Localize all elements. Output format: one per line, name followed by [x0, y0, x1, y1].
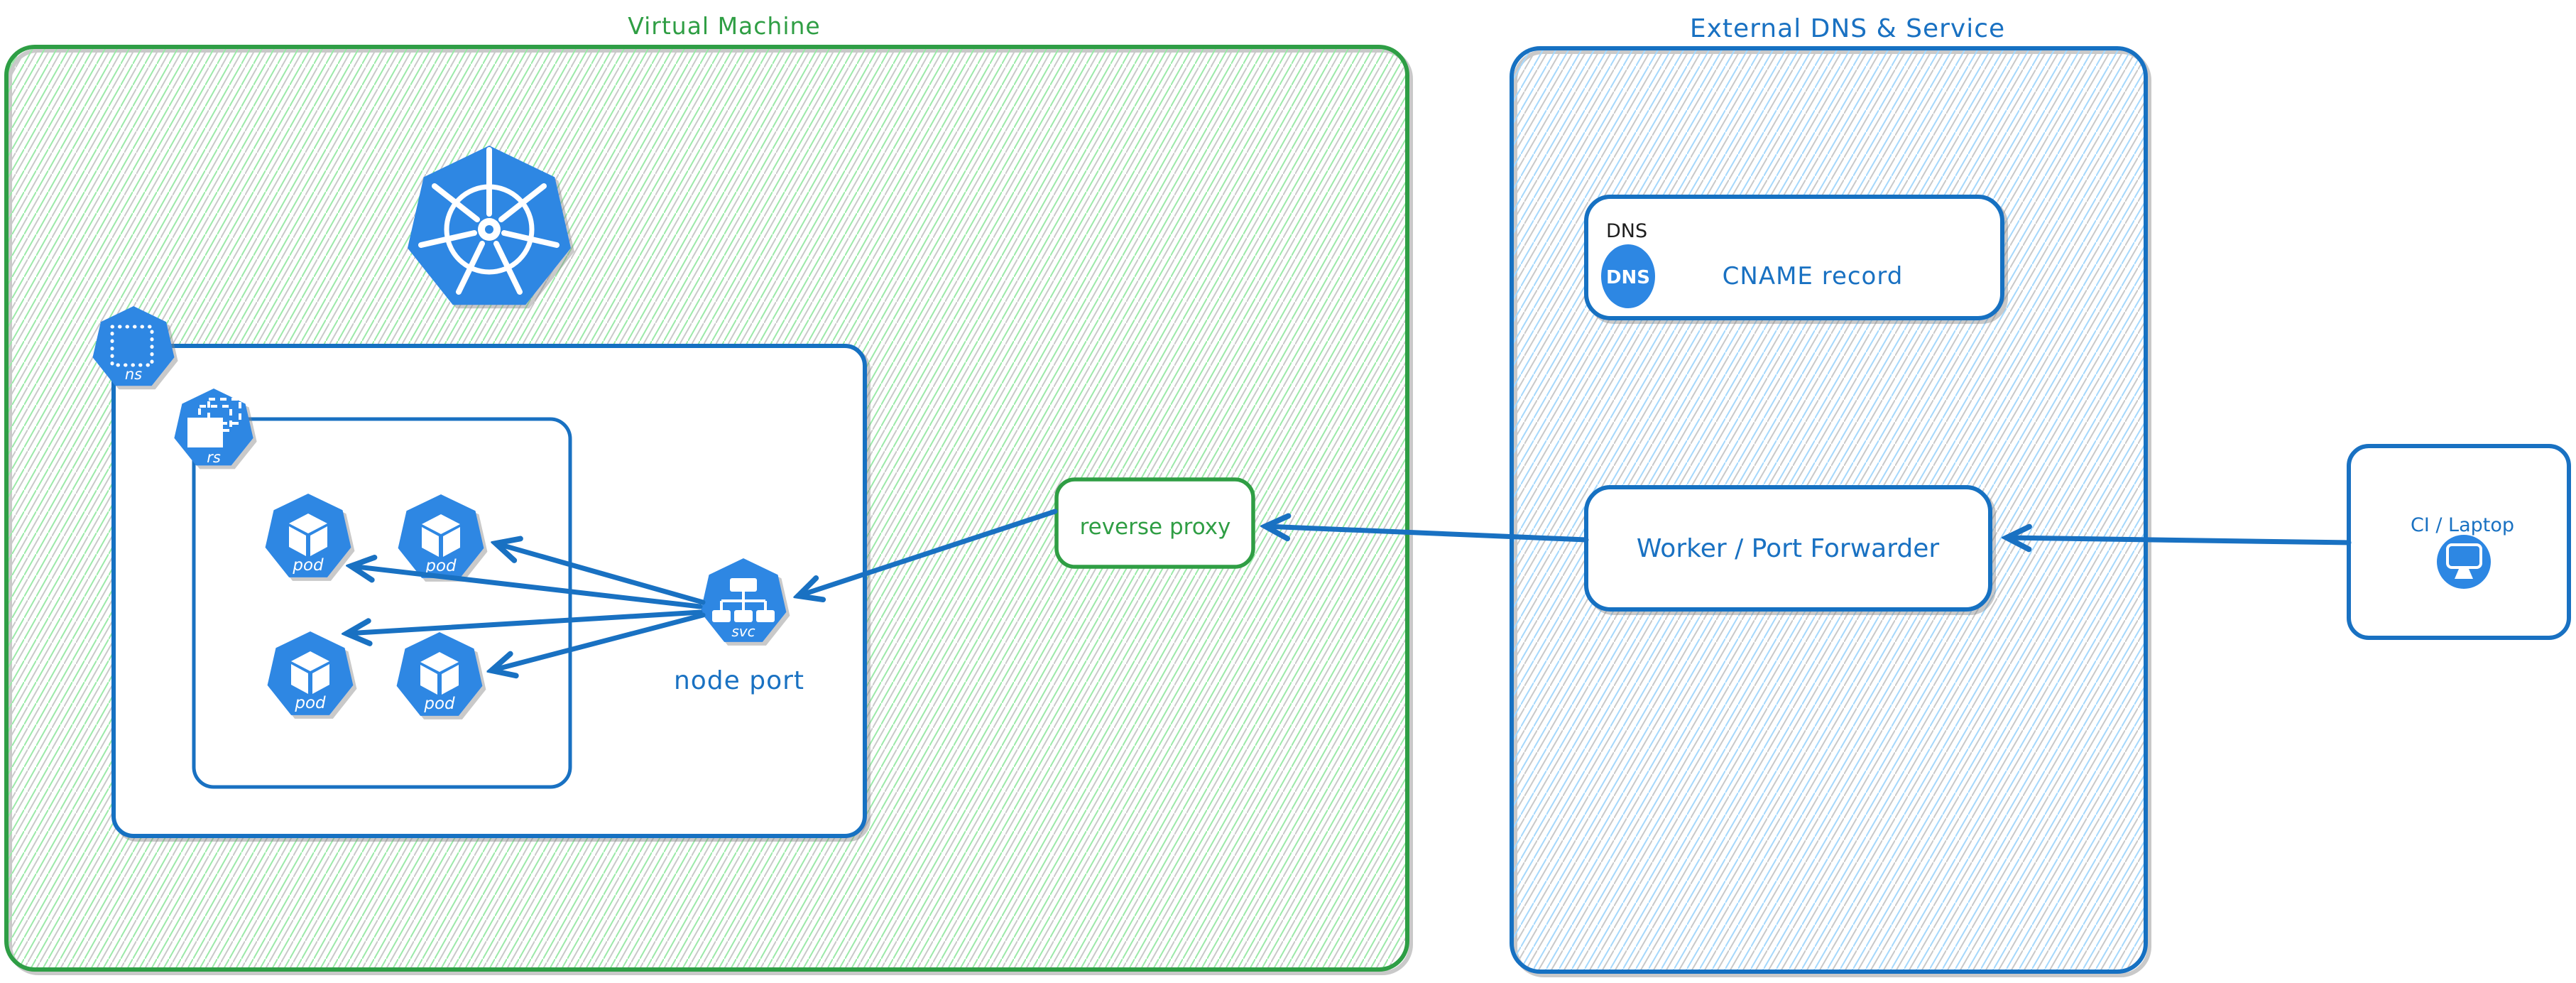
- reverse-proxy-label: reverse proxy: [1080, 514, 1231, 540]
- monitor-icon: [2437, 535, 2491, 589]
- pod-icon-label: pod: [294, 694, 326, 712]
- arrow-ci-to-worker: [2007, 538, 2352, 543]
- worker-port-forwarder-box: Worker / Port Forwarder: [1584, 485, 1992, 612]
- pod-icon-label: pod: [292, 556, 324, 575]
- arrow-svc-to-pod-1: [351, 566, 703, 609]
- pod-icon-label: pod: [423, 695, 455, 713]
- pod-icon-label: pod: [425, 557, 457, 575]
- dns-group-label: DNS: [1606, 220, 1647, 242]
- dns-icon: DNS: [1601, 244, 1655, 308]
- reverse-proxy-box: [1054, 477, 1255, 569]
- replicaset-icon-label: rs: [207, 449, 221, 466]
- service-icon: svc: [700, 558, 787, 642]
- namespace-icon: ns: [92, 306, 175, 386]
- arrow-svc-to-pod-3: [346, 609, 703, 634]
- arrow-worker-to-reverse-proxy: [1265, 526, 1589, 543]
- pod-icon: pod: [267, 631, 354, 715]
- pod-icon: pod: [265, 494, 351, 577]
- ci-laptop-label: CI / Laptop: [2411, 514, 2514, 536]
- cname-record-label: CNAME record: [1723, 262, 1904, 290]
- worker-port-forwarder-label: Worker / Port Forwarder: [1637, 534, 1940, 563]
- arrow-svc-to-pod-4: [491, 612, 706, 670]
- external-region-title: External DNS & Service: [1690, 14, 2005, 43]
- pod-icon: pod: [396, 632, 483, 716]
- arrow-svc-to-pod-2: [496, 543, 706, 605]
- replicaset-icon: rs: [174, 389, 253, 466]
- service-icon-label: svc: [731, 623, 755, 640]
- kubernetes-logo-icon: [408, 146, 571, 305]
- node-port-label: node port: [674, 666, 804, 695]
- namespace-icon-label: ns: [125, 366, 142, 383]
- arrow-reverse-proxy-to-node-port: [798, 509, 1058, 596]
- dns-icon-label: DNS: [1606, 267, 1650, 288]
- vm-region-title: Virtual Machine: [628, 12, 820, 40]
- ci-laptop-box: CI / Laptop: [2347, 444, 2571, 640]
- replicaset-box: [192, 417, 572, 789]
- pod-icon: pod: [398, 494, 484, 578]
- dns-record-box: DNS DNS CNAME record: [1584, 195, 2004, 320]
